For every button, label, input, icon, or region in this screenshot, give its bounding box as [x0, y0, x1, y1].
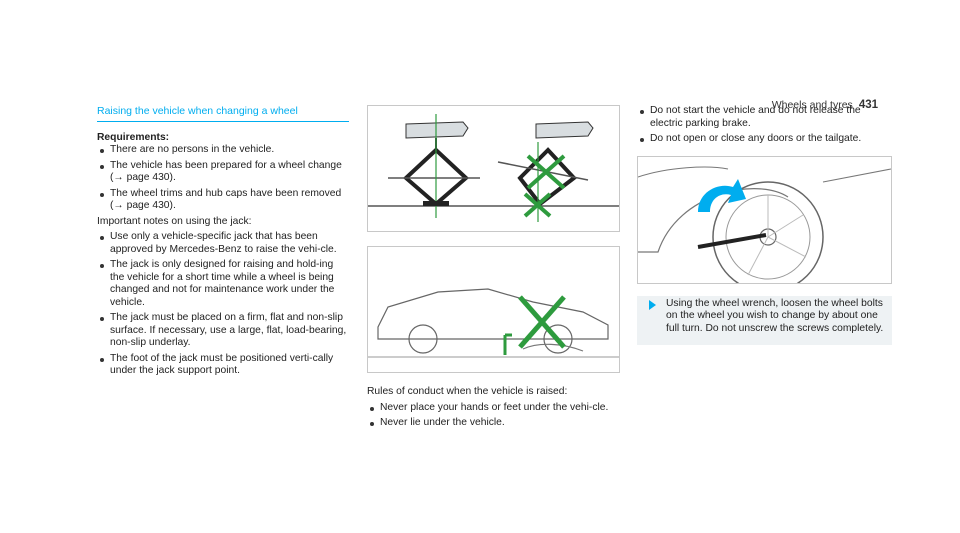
list-item: The wheel trims and hub caps have been r…: [97, 188, 349, 213]
wheel-wrench-illustration: [638, 166, 891, 283]
column-right: Do not start the vehicle and do not rele…: [637, 105, 892, 345]
under-vehicle-warning-figure: [367, 246, 620, 373]
column-left: Raising the vehicle when changing a whee…: [97, 105, 349, 381]
list-item: The vehicle has been prepared for a whee…: [97, 160, 349, 185]
under-vehicle-warning-illustration: [368, 288, 619, 358]
list-item: The jack must be placed on a firm, flat …: [97, 312, 349, 350]
column-middle: Rules of conduct when the vehicle is rai…: [367, 105, 620, 433]
conduct-list: Never place your hands or feet under the…: [367, 402, 620, 430]
notes-intro: Important notes on using the jack:: [97, 215, 252, 227]
precautions-list: Do not start the vehicle and do not rele…: [637, 105, 892, 146]
list-item: There are no persons in the vehicle.: [97, 144, 349, 157]
step-text: Using the wheel wrench, loosen the wheel…: [666, 297, 884, 334]
list-item: Do not open or close any doors or the ta…: [637, 133, 892, 146]
section-title: Raising the vehicle when changing a whee…: [97, 105, 349, 122]
requirements-list: There are no persons in the vehicle. The…: [97, 144, 349, 213]
list-item: Do not start the vehicle and do not rele…: [637, 105, 892, 130]
notes-list: Use only a vehicle-specific jack that ha…: [97, 231, 349, 378]
wheel-wrench-figure: [637, 155, 892, 284]
page-number: 431: [858, 99, 878, 111]
list-item: Use only a vehicle-specific jack that ha…: [97, 231, 349, 256]
instruction-step: Using the wheel wrench, loosen the wheel…: [637, 295, 892, 345]
list-item: The foot of the jack must be positioned …: [97, 353, 349, 378]
requirements-label: Requirements:: [97, 131, 170, 143]
list-item: Never place your hands or feet under the…: [367, 402, 620, 415]
jack-positioning-illustration: [368, 114, 619, 222]
step-arrow-icon: [649, 299, 656, 310]
list-item: Never lie under the vehicle.: [367, 417, 620, 430]
conduct-intro: Rules of conduct when the vehicle is rai…: [367, 386, 568, 397]
jack-positioning-figure: [367, 105, 620, 232]
list-item: The jack is only designed for raising an…: [97, 259, 349, 309]
running-header: Wheels and tyres 431: [772, 99, 878, 111]
section-name: Wheels and tyres: [771, 99, 853, 111]
